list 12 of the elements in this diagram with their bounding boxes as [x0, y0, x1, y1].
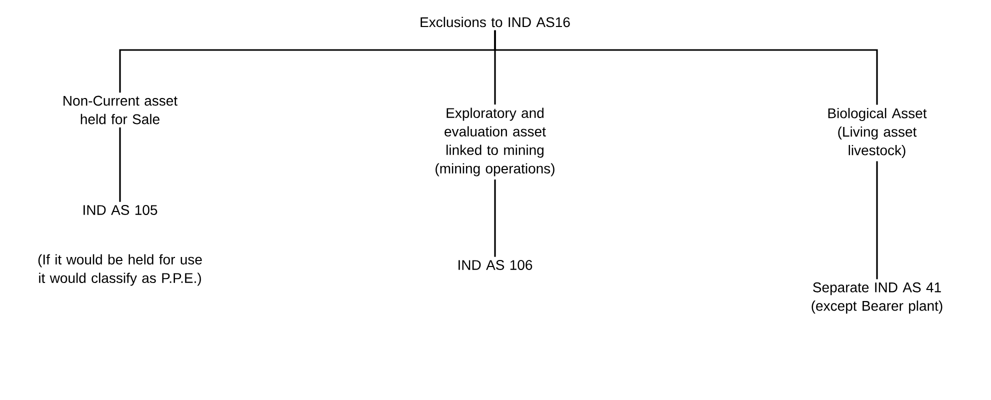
node-text: IND AS 105 [84, 205, 158, 215]
node-text: Biological Asset (Living asset livestock) [828, 108, 927, 158]
node-text: Exclusions to IND AS16 [420, 16, 570, 28]
connector-line [876, 161, 878, 280]
connector-line [119, 127, 121, 202]
node-text: Exploratory and evaluation asset linked to mining (mining operations) [436, 108, 554, 176]
node-text: Non-Current asset held for Sale [64, 96, 178, 124]
connector-line [494, 30, 878, 105]
node-text: Separate IND AS 41 (except Bearer plant) [812, 282, 942, 314]
node-text: IND AS 106 [458, 260, 532, 270]
connector-line [494, 179, 496, 257]
note-text: (If it would be held for use it would classify as P.P.E.) [38, 254, 202, 286]
